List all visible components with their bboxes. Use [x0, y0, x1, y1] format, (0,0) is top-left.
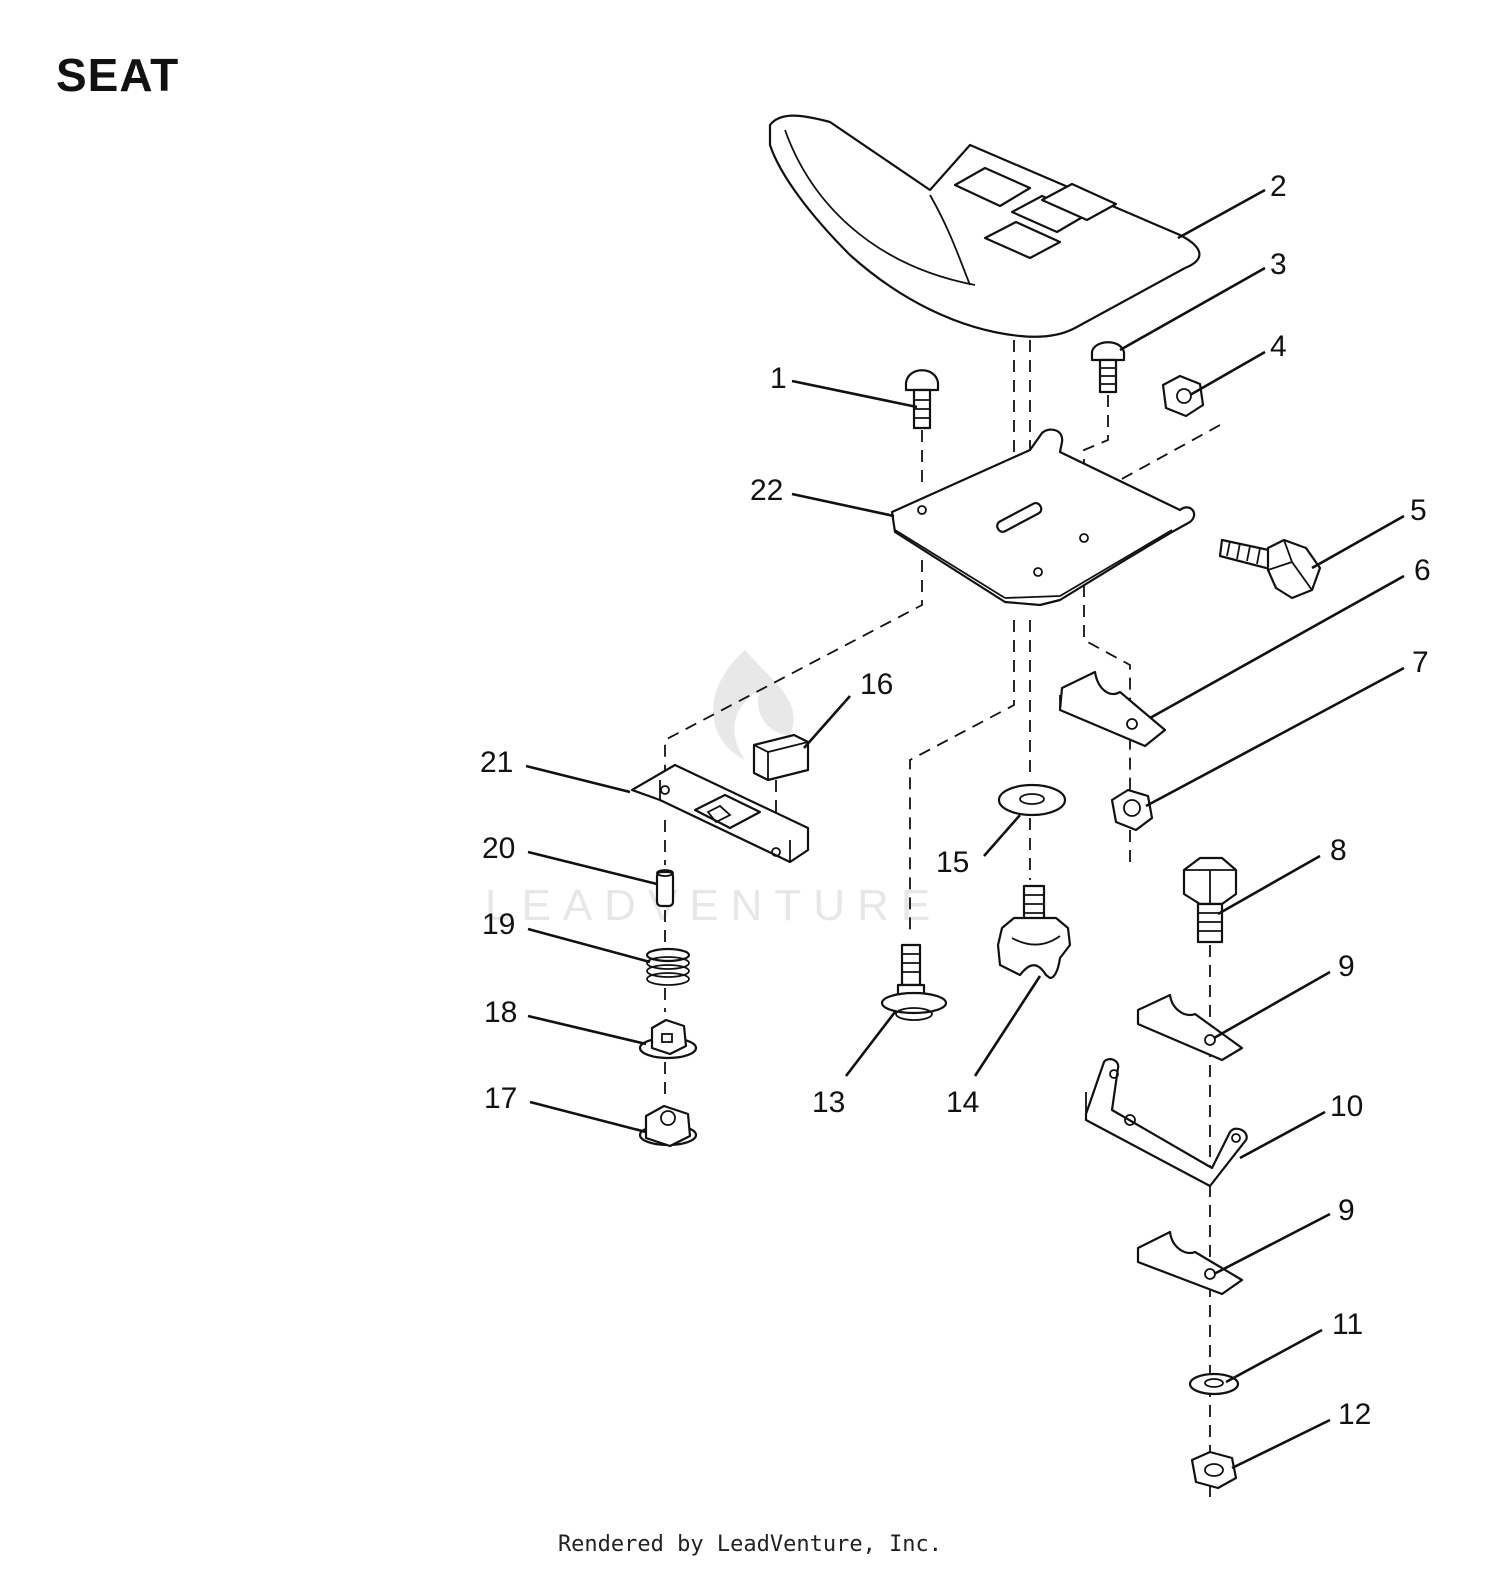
svg-text:6: 6	[1414, 554, 1431, 587]
callout-11: 11	[1225, 1308, 1363, 1384]
callout-3: 3	[1119, 248, 1287, 352]
part-21-slide-plate	[630, 763, 810, 864]
svg-text:8: 8	[1330, 834, 1347, 867]
svg-text:9: 9	[1338, 950, 1355, 983]
svg-text:18: 18	[484, 996, 517, 1029]
svg-text:11: 11	[1332, 1308, 1363, 1341]
callout-7: 7	[1145, 646, 1429, 808]
svg-text:21: 21	[480, 746, 513, 779]
svg-text:15: 15	[936, 846, 969, 879]
svg-text:4: 4	[1270, 330, 1287, 363]
callout-5: 5	[1311, 494, 1427, 570]
callout-21: 21	[480, 746, 631, 794]
part-10-seat-bracket	[1084, 1058, 1248, 1188]
callout-20: 20	[482, 832, 658, 886]
part-4-nut	[1161, 374, 1205, 418]
callout-14: 14	[946, 975, 1042, 1119]
part-9-bracket-lower	[1136, 1230, 1244, 1296]
svg-text:10: 10	[1330, 1090, 1363, 1123]
svg-text:20: 20	[482, 832, 515, 865]
part-20-pin	[655, 869, 675, 908]
callout-13: 13	[812, 1011, 897, 1119]
callout-12: 12	[1231, 1398, 1371, 1470]
svg-text:16: 16	[860, 668, 893, 701]
callout-8: 8	[1217, 834, 1347, 916]
svg-text:12: 12	[1338, 1398, 1371, 1431]
svg-text:3: 3	[1270, 248, 1287, 281]
footer-credit: Rendered by LeadVenture, Inc.	[557, 1532, 943, 1557]
callouts: 2 3 4 1 22 5 6 7 16 21 15 20 8 19 9 18 1…	[480, 170, 1431, 1470]
svg-text:9: 9	[1338, 1194, 1355, 1227]
callout-16: 16	[803, 668, 893, 749]
callout-22: 22	[750, 474, 895, 518]
part-11-washer	[1188, 1372, 1240, 1396]
watermark-text: LEADVENTURE	[485, 881, 942, 930]
part-3-carriage-bolt	[1090, 341, 1126, 394]
part-16-block	[752, 733, 810, 782]
flame-logo-icon	[713, 650, 794, 760]
part-18-flange-nut	[638, 1018, 698, 1060]
part-15-washer	[997, 783, 1067, 817]
svg-text:17: 17	[484, 1082, 517, 1115]
svg-text:5: 5	[1410, 494, 1427, 527]
svg-text:13: 13	[812, 1086, 845, 1119]
part-7-lock-nut	[1110, 788, 1154, 832]
svg-text:7: 7	[1412, 646, 1429, 679]
part-12-nut	[1190, 1450, 1238, 1490]
callout-10: 10	[1239, 1090, 1363, 1160]
part-22-seat-pan	[890, 428, 1196, 607]
callout-6: 6	[1149, 554, 1431, 720]
part-9-bracket-upper	[1136, 993, 1244, 1062]
callout-19: 19	[482, 908, 651, 964]
svg-text:2: 2	[1270, 170, 1287, 203]
part-2-seat	[768, 114, 1201, 338]
svg-text:1: 1	[770, 362, 787, 395]
part-14-knob	[996, 884, 1072, 980]
svg-text:22: 22	[750, 474, 783, 507]
svg-text:14: 14	[946, 1086, 979, 1119]
part-5-hex-bolt	[1218, 538, 1322, 600]
part-13-shoulder-bolt	[880, 943, 948, 1021]
callout-1: 1	[770, 362, 918, 409]
part-19-spring	[645, 947, 691, 986]
callout-15: 15	[936, 814, 1021, 879]
callout-4: 4	[1189, 330, 1287, 397]
watermark: LEADVENTURE	[485, 650, 942, 930]
svg-text:19: 19	[482, 908, 515, 941]
part-1-carriage-bolt	[904, 369, 940, 430]
callout-9a: 9	[1213, 950, 1355, 1040]
callout-9b: 9	[1213, 1194, 1355, 1276]
page-title: SEAT	[56, 49, 180, 101]
part-8-hex-bolt	[1182, 856, 1238, 944]
part-6-bracket	[1058, 670, 1167, 748]
callout-18: 18	[484, 996, 647, 1046]
part-17-flange-nut	[638, 1104, 698, 1148]
callout-2: 2	[1177, 170, 1287, 240]
callout-17: 17	[484, 1082, 647, 1134]
